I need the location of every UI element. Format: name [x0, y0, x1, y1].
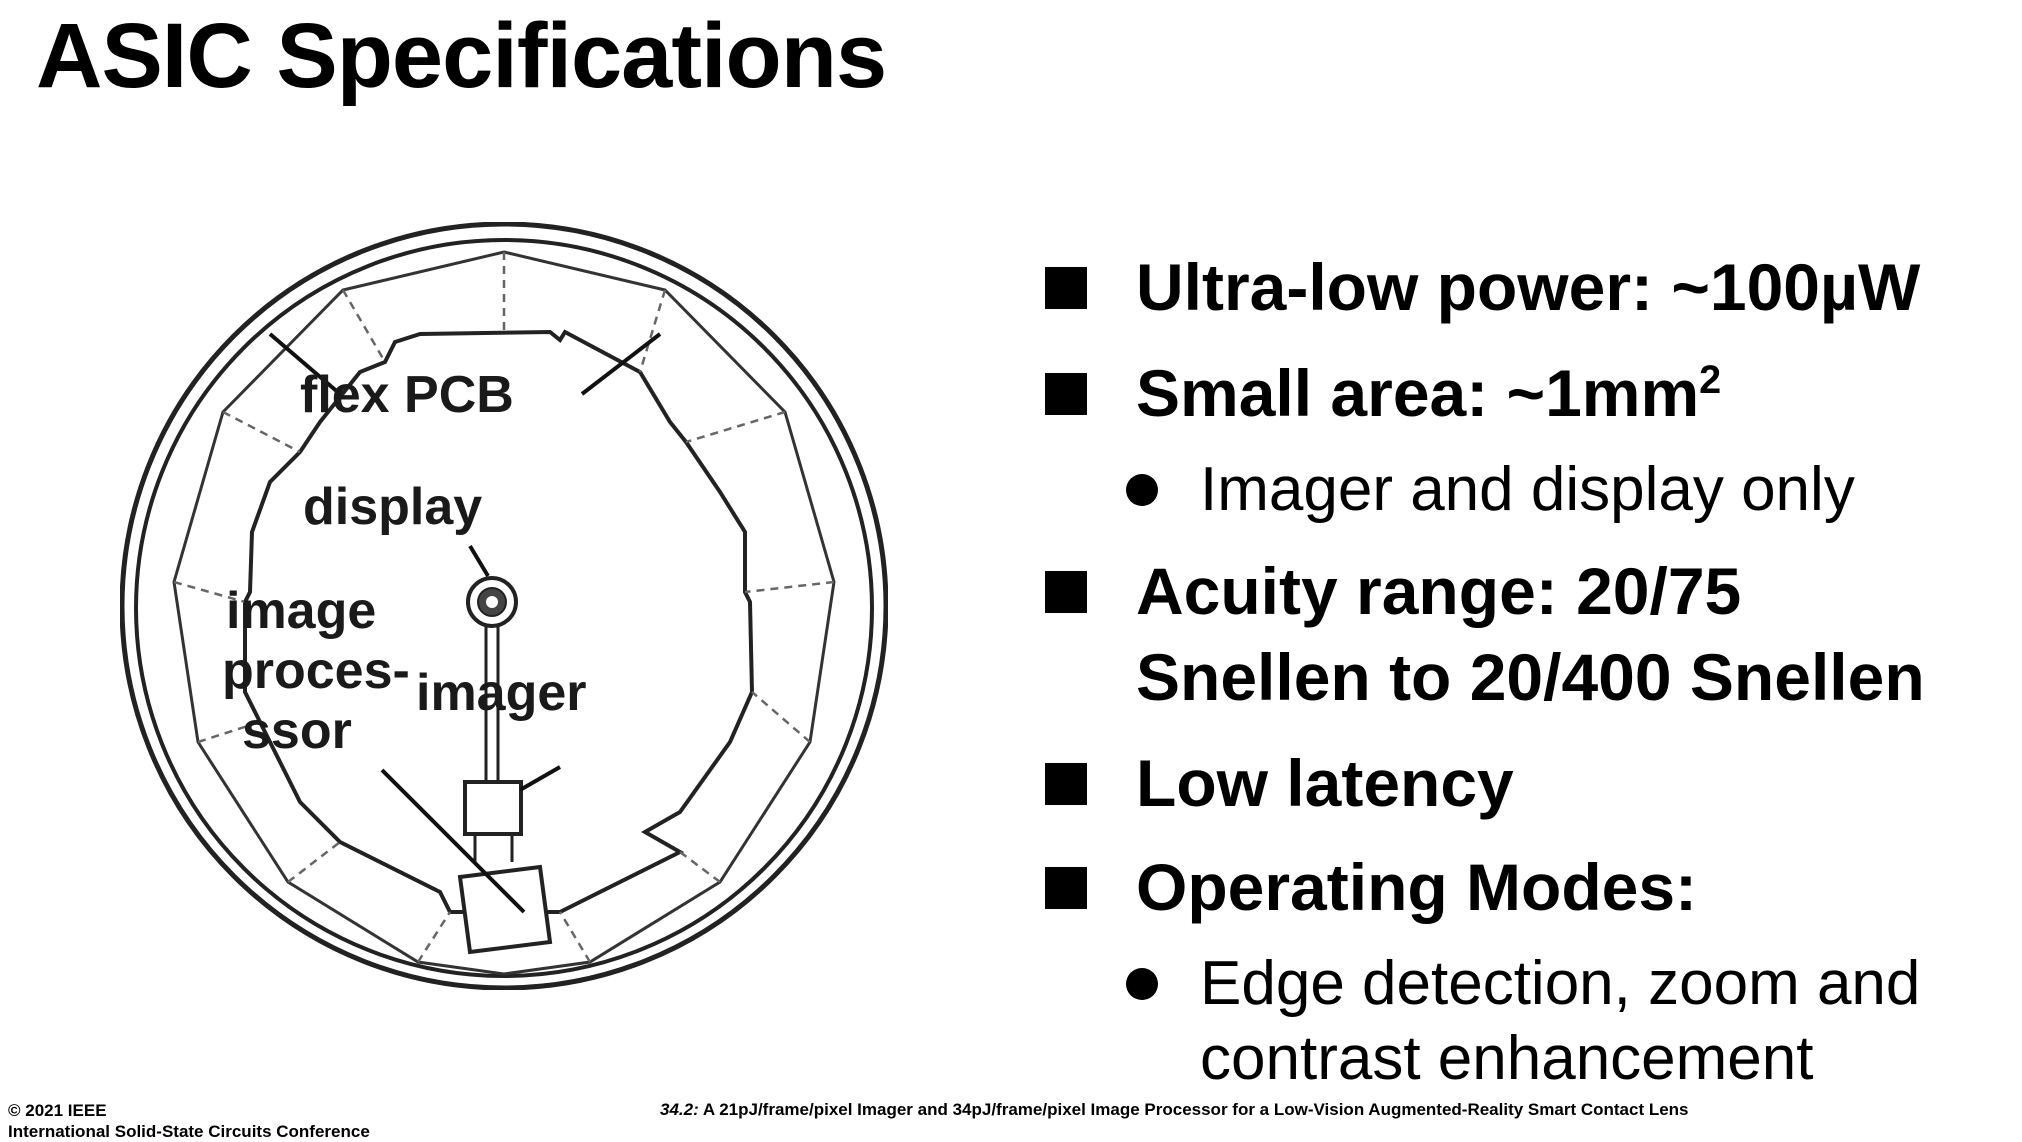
flex-pcb-outer	[172, 250, 836, 976]
label-flex-pcb: flex PCB	[300, 366, 514, 424]
label-imager: imager	[416, 664, 587, 722]
bullet-area-superscript: 2	[1699, 358, 1722, 402]
footer-copyright-block: © 2021 IEEE International Solid-State Ci…	[8, 1100, 370, 1142]
flex-pcb-inner	[243, 329, 755, 914]
lens-inner-ring	[134, 238, 874, 978]
bullet-area-note-text: Imager and display only	[1200, 455, 1855, 524]
bullet-modes-note-text-1: Edge detection, zoom and	[1200, 949, 1921, 1018]
lens-outer-ring	[120, 222, 888, 990]
footer-paper-title-text: A 21pJ/frame/pixel Imager and 34pJ/frame…	[702, 1100, 1689, 1119]
segment-dividers	[173, 252, 835, 963]
square-bullet-icon	[1045, 571, 1087, 613]
square-bullet-icon	[1045, 867, 1087, 909]
bullet-area-main: Small area: ~1mm	[1136, 356, 1700, 430]
bullet-area-text: Small area: ~1mm2	[1136, 354, 1721, 432]
footer-paper-title: 34.2: A 21pJ/frame/pixel Imager and 34pJ…	[660, 1100, 1689, 1120]
bullet-power-text: Ultra-low power: ~100µW	[1136, 250, 1921, 324]
label-image-processor-2: proces-	[222, 642, 410, 700]
label-image-processor-3: ssor	[242, 702, 352, 760]
slide-title: ASIC Specifications	[36, 5, 887, 107]
footer-conference: International Solid-State Circuits Confe…	[8, 1122, 370, 1141]
imager-chip	[463, 780, 523, 836]
contact-lens-diagram: flex PCB display image proces- ssor imag…	[120, 222, 888, 990]
label-image-processor-1: image	[226, 582, 376, 640]
bullet-latency-text: Low latency	[1136, 746, 1514, 820]
round-bullet-icon	[1126, 968, 1158, 1000]
bullet-acuity-text-2: Snellen to 20/400 Snellen	[1136, 640, 1925, 714]
leader-lines	[268, 332, 662, 914]
square-bullet-icon	[1045, 763, 1087, 805]
image-processor-chip	[457, 864, 553, 955]
bullet-modes-text: Operating Modes:	[1136, 850, 1698, 924]
footer-paper-number: 34.2:	[660, 1100, 699, 1119]
bullet-acuity-text-1: Acuity range: 20/75	[1136, 554, 1742, 628]
label-display: display	[303, 478, 482, 536]
round-bullet-icon	[1126, 474, 1158, 506]
footer-copyright: © 2021 IEEE	[8, 1101, 107, 1120]
square-bullet-icon	[1045, 373, 1087, 415]
lens-schematic: flex PCB display image proces- ssor imag…	[120, 222, 888, 990]
square-bullet-icon	[1045, 267, 1087, 309]
bullet-modes-note-text-2: contrast enhancement	[1200, 1024, 1814, 1093]
